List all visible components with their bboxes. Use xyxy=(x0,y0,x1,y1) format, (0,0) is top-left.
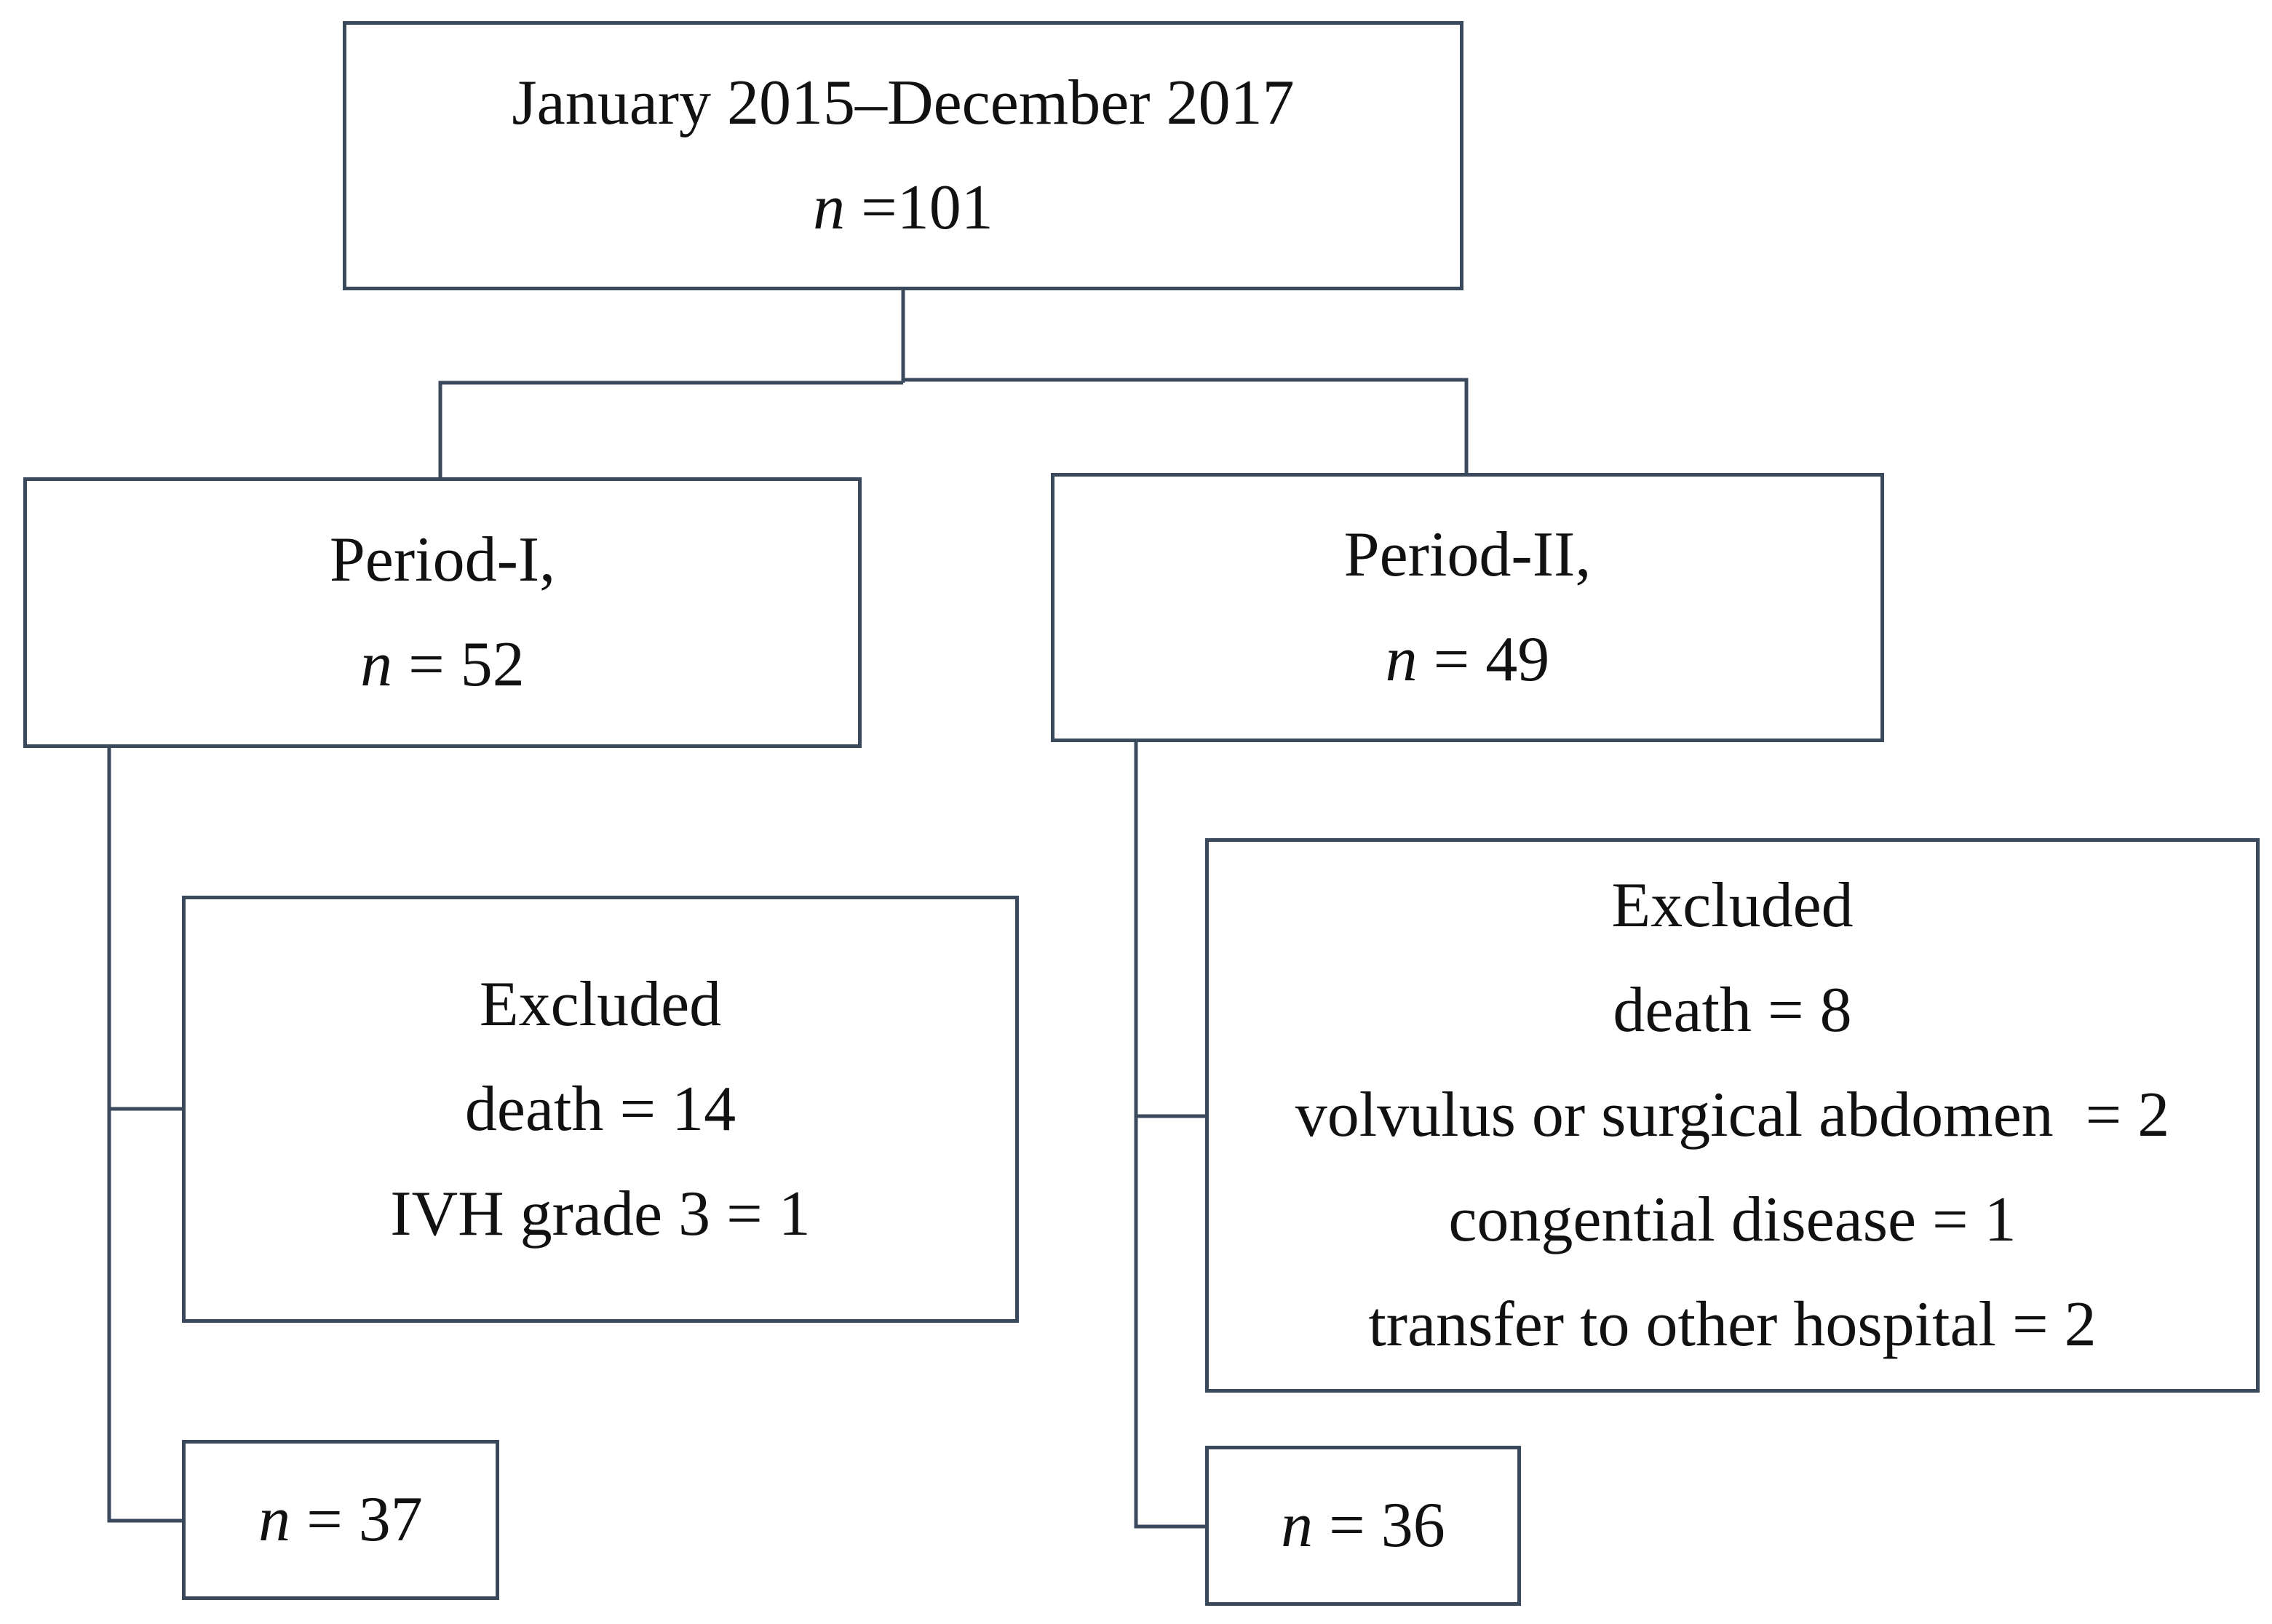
total-count: n =101 xyxy=(813,156,993,260)
connector-to-period1 xyxy=(438,381,903,477)
period2-excluded-item: volvulus or surgical abdomen = 2 xyxy=(1295,1080,2170,1150)
n-symbol: n xyxy=(258,1484,291,1555)
period2-excluded-heading: Excluded xyxy=(1611,870,1854,941)
period1-excluded-heading: Excluded xyxy=(479,968,722,1040)
period1-box: Period-I, n = 52 xyxy=(23,477,862,748)
period1-count-value: = 52 xyxy=(392,629,525,700)
total-count-value: =101 xyxy=(845,172,993,243)
n-symbol: n xyxy=(360,629,393,700)
period1-excluded-box: Excluded death = 14 IVH grade 3 = 1 xyxy=(182,896,1019,1323)
connector-period2-trunk xyxy=(1134,741,1207,1529)
period1-excluded-item: IVH grade 3 = 1 xyxy=(390,1178,811,1249)
period1-excluded-item: death = 14 xyxy=(464,1073,736,1145)
connector-to-period2 xyxy=(903,378,1469,473)
n-symbol: n xyxy=(813,172,846,243)
period2-excluded-item: congential disease = 1 xyxy=(1448,1185,2017,1255)
period1-final-box: n = 37 xyxy=(182,1440,499,1600)
period2-final-box: n = 36 xyxy=(1205,1446,1521,1606)
period2-count: n = 49 xyxy=(1386,608,1550,712)
period2-final-count: n = 36 xyxy=(1281,1473,1445,1578)
study-period-label: January 2015–December 2017 xyxy=(512,68,1295,138)
n-symbol: n xyxy=(1385,624,1418,695)
period2-box: Period-II, n = 49 xyxy=(1051,473,1884,742)
period2-title: Period-II, xyxy=(1343,520,1592,590)
period1-count: n = 52 xyxy=(360,613,525,717)
n-symbol: n xyxy=(1281,1490,1314,1561)
period1-final-count-value: = 37 xyxy=(290,1484,423,1555)
period2-count-value: = 49 xyxy=(1417,624,1550,695)
period2-excluded-item: death = 8 xyxy=(1613,975,1852,1046)
period1-title: Period-I, xyxy=(329,525,556,595)
study-period-box: January 2015–December 2017 n =101 xyxy=(343,21,1463,290)
period2-excluded-box: Excluded death = 8 volvulus or surgical … xyxy=(1205,838,2260,1393)
period2-excluded-item: transfer to other hospital = 2 xyxy=(1368,1289,2097,1360)
period1-final-count: n = 37 xyxy=(258,1468,423,1572)
connector-period1-trunk xyxy=(107,747,183,1523)
period2-final-count-value: = 36 xyxy=(1313,1490,1445,1561)
